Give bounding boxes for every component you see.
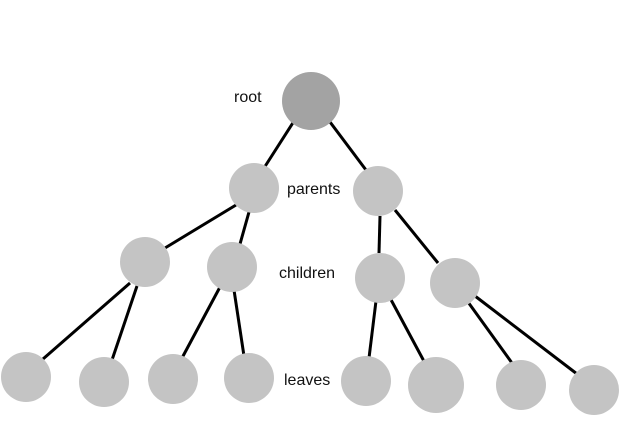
edge-child-2-leaf-3 (180, 286, 222, 359)
edge-child-3-leaf-5 (367, 300, 378, 359)
label-children: children (279, 265, 335, 282)
parent-node-left (229, 163, 279, 213)
edge-root-parent-left (262, 117, 298, 169)
leaf-node-7 (496, 360, 546, 410)
nodes (1, 72, 619, 415)
leaf-node-4 (224, 353, 274, 403)
leaf-node-1 (1, 352, 51, 402)
edge-child-1-leaf-1 (42, 281, 131, 361)
leaf-node-6 (408, 357, 464, 413)
leaf-node-3 (148, 354, 198, 404)
edges (42, 117, 582, 379)
label-root: root (234, 89, 262, 106)
edge-child-2-leaf-4 (232, 289, 246, 357)
level-labels: root parents children leaves (234, 89, 340, 389)
leaf-node-8 (569, 365, 619, 415)
child-node-1 (120, 237, 170, 287)
label-leaves: leaves (284, 372, 330, 389)
edge-parent-left-child-1 (164, 203, 237, 250)
leaf-node-5 (341, 356, 391, 406)
root-node (282, 72, 340, 130)
edge-child-3-leaf-6 (387, 295, 428, 366)
edge-child-1-leaf-2 (110, 285, 139, 361)
edge-child-4-leaf-8 (474, 294, 582, 379)
leaf-node-2 (79, 357, 129, 407)
edge-root-parent-right (325, 117, 368, 171)
parent-node-right (353, 166, 403, 216)
edge-child-4-leaf-7 (466, 301, 514, 364)
edge-parent-left-child-2 (238, 211, 251, 245)
child-node-3 (355, 253, 405, 303)
edge-parent-right-child-3 (377, 215, 382, 254)
label-parents: parents (287, 181, 340, 198)
edge-parent-right-child-4 (393, 209, 440, 264)
child-node-4 (430, 258, 480, 308)
child-node-2 (207, 242, 257, 292)
